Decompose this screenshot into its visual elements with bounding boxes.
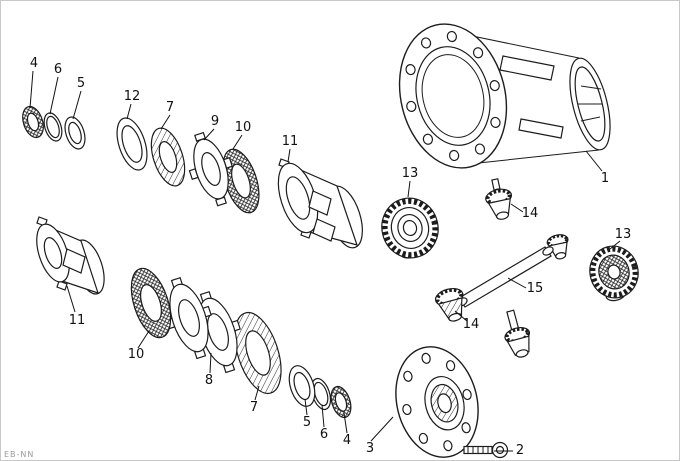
watermark-text: EB-NN — [4, 450, 35, 459]
part-number: 14 — [463, 317, 480, 332]
callout-cage11-left: 11 — [66, 285, 86, 328]
callout-ring4-lower: 4 — [343, 412, 351, 448]
callout-basket11: 11 — [282, 134, 299, 163]
part-number: 11 — [282, 134, 299, 149]
callout-gear13-right: 13 — [609, 227, 632, 250]
part-number: 6 — [54, 62, 62, 77]
callout-ring5-upper: 5 — [72, 76, 85, 120]
callout-ring4-upper: 4 — [29, 56, 38, 109]
friction-disc-7-upper — [150, 127, 186, 187]
part-number: 2 — [516, 443, 524, 458]
part-number: 12 — [124, 89, 141, 104]
callout-gear13-left: 13 — [402, 166, 419, 198]
part-number: 10 — [235, 120, 252, 135]
part-number: 5 — [77, 76, 85, 91]
callout-pinion14-upper: 14 — [510, 203, 539, 221]
callout-ring12: 12 — [124, 89, 141, 120]
spacer-ring-12 — [116, 117, 148, 171]
part-number: 13 — [615, 227, 632, 242]
part-number: 8 — [205, 373, 213, 388]
part-number: 4 — [30, 56, 38, 71]
friction-disc-lower — [130, 267, 172, 339]
callout-ring5-lower: 5 — [303, 398, 311, 430]
steel-plate-9 — [188, 131, 233, 207]
callout-housing1: 1 — [585, 150, 609, 186]
part-number: 9 — [211, 114, 219, 129]
part-number: 11 — [69, 313, 86, 328]
bolt-hole — [489, 80, 500, 92]
side-gear-left — [381, 197, 439, 259]
pinion-gear-left — [434, 287, 464, 322]
part-number: 3 — [366, 441, 374, 456]
callout-disc7-lower: 7 — [250, 385, 260, 415]
callout-ring6-lower: 6 — [320, 404, 328, 442]
clutch-basket-right — [277, 158, 363, 249]
pinion-gear-lower — [504, 309, 531, 358]
ring-6-lower — [310, 377, 332, 411]
part-number: 7 — [250, 400, 258, 415]
callout-cover3: 3 — [366, 416, 394, 456]
part-number: 5 — [303, 415, 311, 430]
callout-disc10-lower: 10 — [128, 330, 150, 362]
pinion-gear-upper — [485, 178, 512, 220]
ring-5-upper — [64, 116, 86, 150]
callout-disc10-upper: 10 — [232, 120, 252, 150]
part-number: 10 — [128, 347, 145, 362]
output-cover-3 — [395, 346, 479, 458]
callout-pinion14-lower: 14 — [454, 310, 480, 332]
part-number: 6 — [320, 427, 328, 442]
callout-shaft15: 15 — [507, 277, 544, 296]
ring-6-upper — [43, 112, 63, 142]
clutch-cage-left — [36, 216, 105, 295]
part-number: 14 — [522, 206, 539, 221]
part-number: 15 — [527, 281, 544, 296]
socket-bolt — [463, 441, 509, 459]
side-gear-right — [589, 245, 639, 302]
housing-flange — [398, 23, 508, 169]
part-number: 1 — [601, 171, 609, 186]
callout-plate8: 8 — [205, 352, 213, 388]
friction-disc-7-lower — [234, 311, 282, 395]
callout-plate9: 9 — [203, 114, 219, 141]
cross-shaft — [456, 246, 554, 308]
differential-housing — [398, 23, 611, 169]
callout-ring6-upper: 6 — [49, 62, 62, 115]
ring-5-lower — [288, 365, 316, 407]
lock-ring-4-upper — [22, 105, 44, 139]
part-number: 7 — [166, 100, 174, 115]
part-number: 4 — [343, 433, 351, 448]
lock-ring-4-lower — [330, 385, 352, 419]
callout-disc7-upper: 7 — [160, 100, 174, 130]
pinion-gear-small — [546, 234, 569, 260]
steel-plate-8a — [165, 277, 212, 360]
callout-bolt2: 2 — [494, 443, 524, 458]
part-number: 13 — [402, 166, 419, 181]
